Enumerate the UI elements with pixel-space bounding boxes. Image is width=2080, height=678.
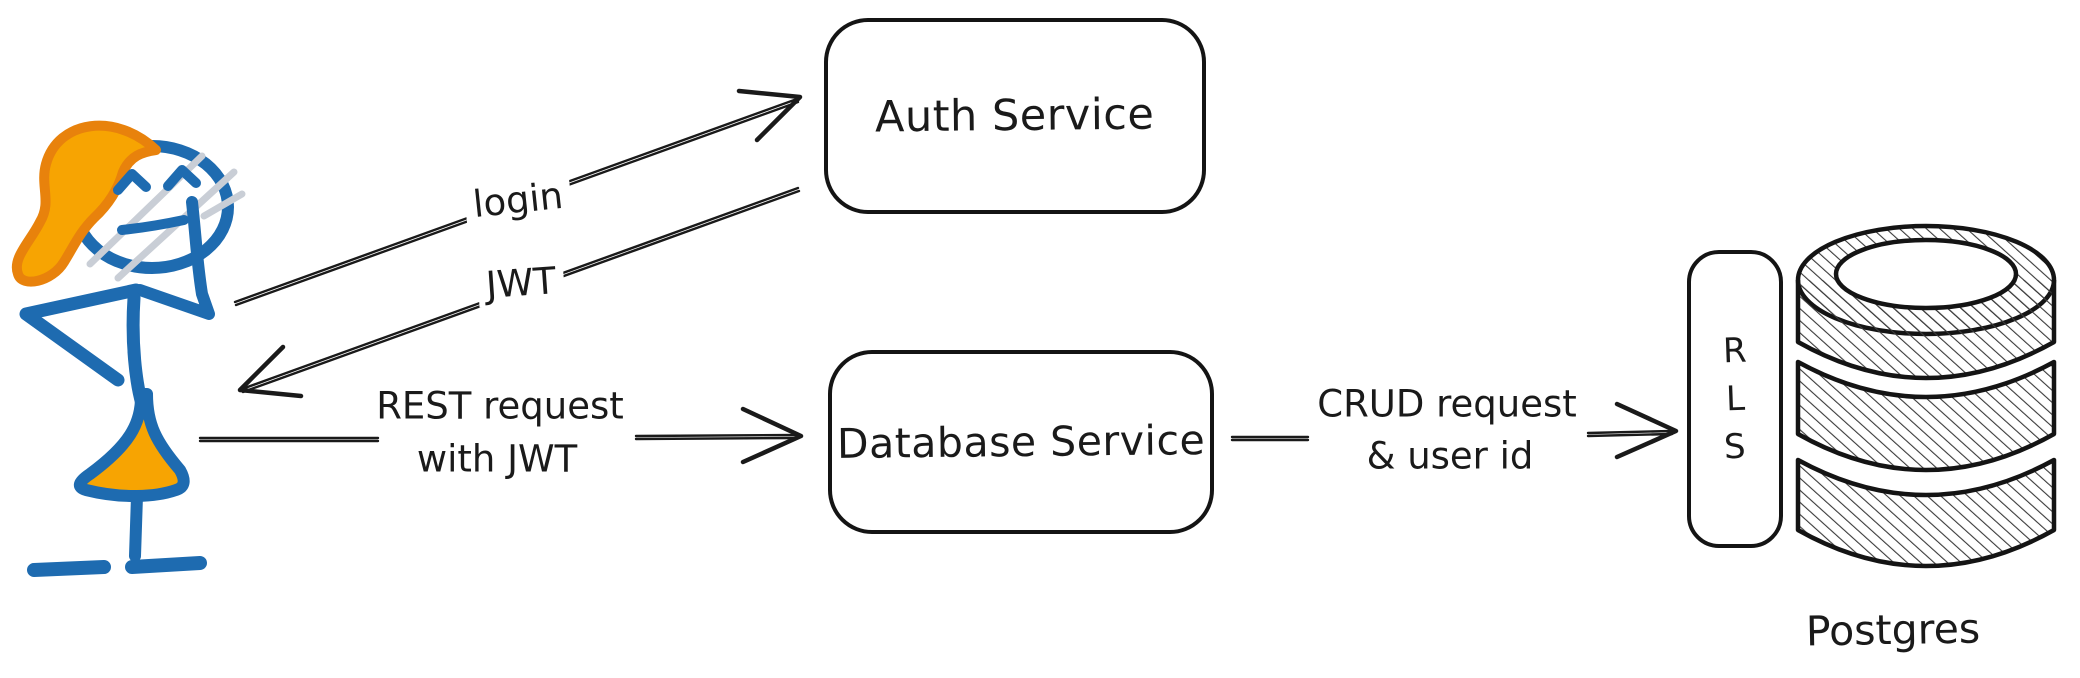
crud-request-label-line1: CRUD request xyxy=(1317,382,1577,426)
stick-figure-person-icon xyxy=(11,120,246,577)
database-service-label: Database Service xyxy=(836,416,1206,468)
rest-request-arrow xyxy=(198,406,804,465)
rls-node: R L S xyxy=(1687,250,1783,548)
jwt-arrow-label: JWT xyxy=(476,258,566,308)
rls-letter-s: S xyxy=(1723,426,1747,468)
rest-request-label-line1: REST request xyxy=(376,384,624,428)
rls-letter-r: R xyxy=(1722,330,1748,372)
crud-request-arrow xyxy=(1230,401,1679,460)
rls-letter-l: L xyxy=(1724,378,1746,420)
rest-request-label-line2: with JWT xyxy=(416,437,578,481)
auth-service-label: Auth Service xyxy=(875,89,1155,143)
database-cylinder-icon xyxy=(1795,223,2057,569)
database-service-node: Database Service xyxy=(828,350,1214,534)
crud-request-label-line2: & user id xyxy=(1366,434,1534,478)
auth-service-node: Auth Service xyxy=(824,18,1206,214)
postgres-label: Postgres xyxy=(1805,604,1981,656)
